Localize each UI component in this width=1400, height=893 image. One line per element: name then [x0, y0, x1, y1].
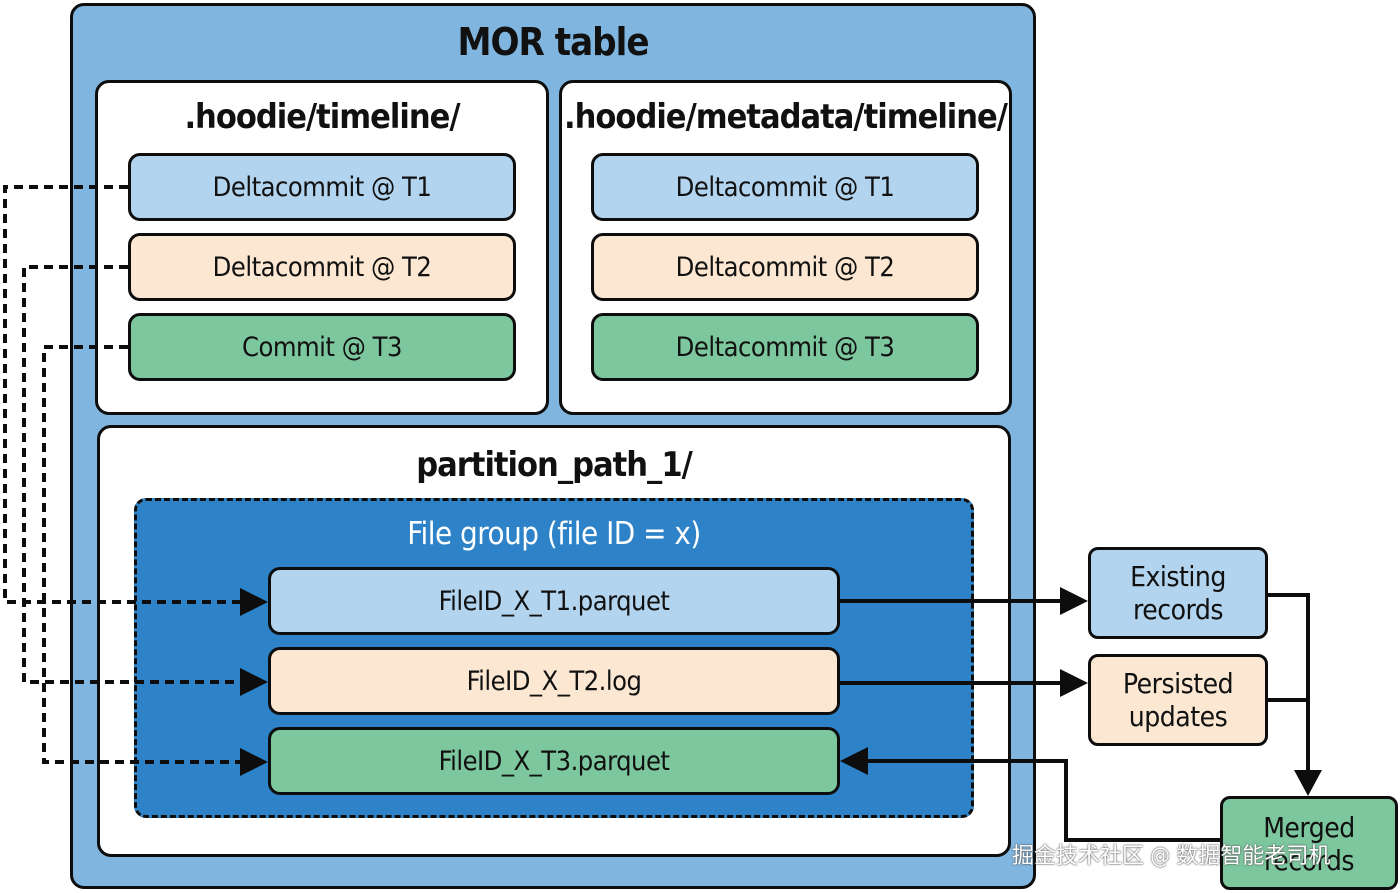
flow-existing-to-merged	[1268, 593, 1310, 772]
metadata-deltacommit-t2: Deltacommit @ T2	[591, 233, 979, 301]
file-group-title: File group (file ID = x)	[407, 516, 701, 552]
persisted-updates-label: Persisted updates	[1122, 667, 1234, 733]
existing-records-box: Existing records	[1088, 547, 1268, 639]
file-t3-parquet: FileID_X_T3.parquet	[268, 727, 840, 795]
arrowhead-persisted	[1060, 669, 1088, 697]
arrowhead-t1	[240, 588, 268, 616]
timeline-deltacommit-t2: Deltacommit @ T2	[128, 233, 516, 301]
partition-panel-title: partition_path_1/	[416, 445, 693, 485]
merged-records-label: Merged records	[1263, 811, 1355, 877]
link-t2	[22, 265, 240, 684]
arrowhead-existing	[1060, 587, 1088, 615]
timeline-panel-title: .hoodie/timeline/	[184, 97, 460, 137]
flow-merged-to-t3	[866, 759, 1220, 842]
link-t1	[3, 185, 240, 604]
metadata-deltacommit-t1: Deltacommit @ T1	[591, 153, 979, 221]
link-t3	[42, 345, 240, 764]
persisted-updates-box: Persisted updates	[1088, 654, 1268, 746]
arrowhead-t3-back	[840, 747, 868, 775]
arrowhead-t3	[240, 748, 268, 776]
timeline-deltacommit-t1: Deltacommit @ T1	[128, 153, 516, 221]
arrowhead-t2	[240, 668, 268, 696]
metadata-timeline-panel-title: .hoodie/metadata/timeline/	[564, 97, 1008, 137]
watermark-text: 掘金技术社区 @ 数据智能老司机	[1012, 844, 1331, 869]
metadata-deltacommit-t3: Deltacommit @ T3	[591, 313, 979, 381]
file-t1-parquet: FileID_X_T1.parquet	[268, 567, 840, 635]
existing-records-label: Existing records	[1130, 560, 1226, 626]
mor-table-title: MOR table	[457, 20, 649, 64]
timeline-commit-t3: Commit @ T3	[128, 313, 516, 381]
file-t2-log: FileID_X_T2.log	[268, 647, 840, 715]
merged-records-box: Merged records	[1220, 796, 1398, 890]
arrowhead-merged	[1294, 770, 1322, 796]
